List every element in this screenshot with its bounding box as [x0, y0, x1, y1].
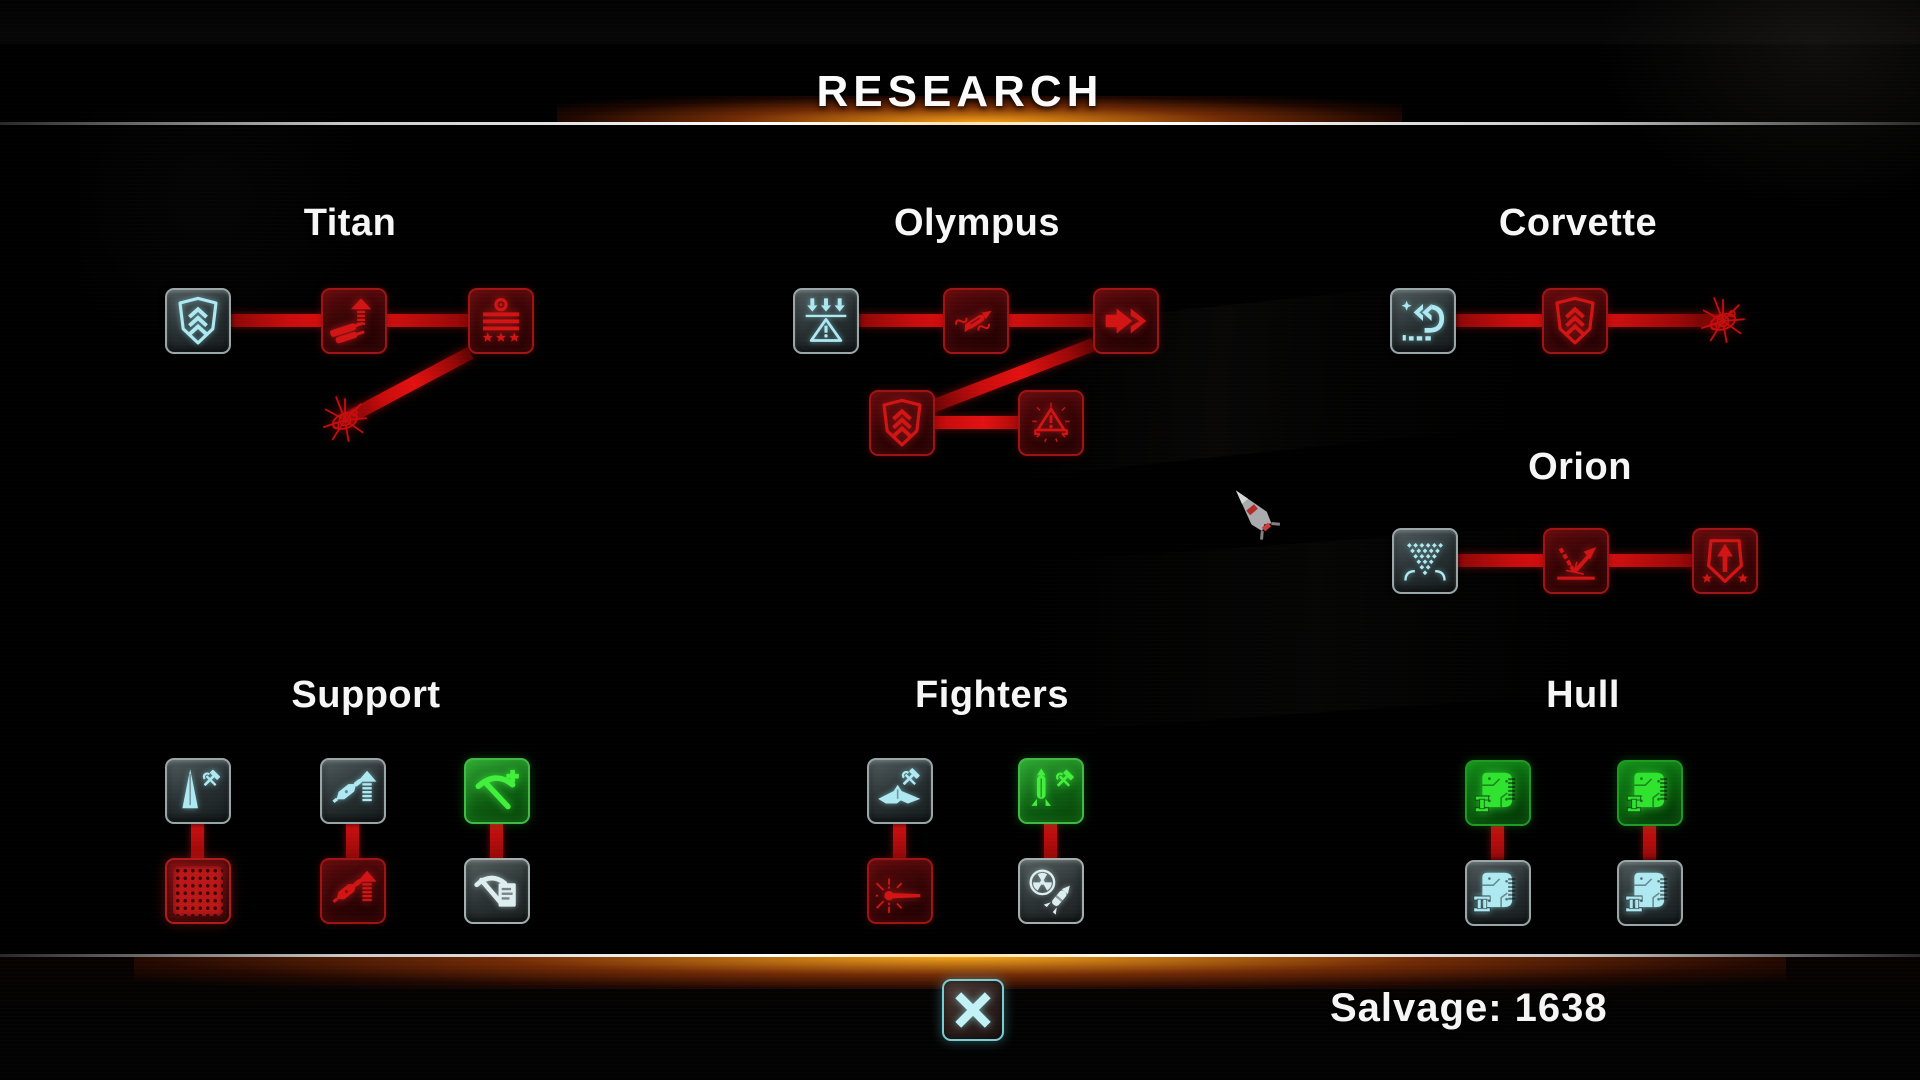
- hull-node-armor1-b[interactable]: [1617, 760, 1683, 826]
- connector-line: [1643, 822, 1656, 862]
- miner-upgrade-2-icon: [328, 866, 378, 916]
- corvette-node-flak-burst[interactable]: [1694, 292, 1752, 350]
- olympus-node-torpedo[interactable]: [943, 288, 1009, 354]
- header-divider-glow: [556, 96, 1402, 122]
- fighters-node-laser[interactable]: [867, 858, 933, 924]
- connector-line: [346, 820, 359, 862]
- page-title: RESEARCH: [816, 67, 1104, 116]
- weapon-upgrade-icon: [329, 296, 379, 346]
- nuclear-missile-icon: [1026, 866, 1076, 916]
- support-node-repair[interactable]: [165, 758, 231, 824]
- mining-yield-plus-icon: [472, 766, 522, 816]
- support-node-miner-upgrade[interactable]: [320, 758, 386, 824]
- repair-ship-icon: [173, 766, 223, 816]
- olympus-node-speed[interactable]: [1093, 288, 1159, 354]
- connector-line: [1044, 820, 1057, 862]
- orion-node-ricochet[interactable]: [1543, 528, 1609, 594]
- tree-title-olympus: Olympus: [893, 202, 1061, 244]
- support-node-miner-upgrade-2[interactable]: [320, 858, 386, 924]
- tree-title-support: Support: [291, 674, 441, 716]
- connector-line: [893, 820, 906, 862]
- fighters-node-interceptor[interactable]: [1018, 758, 1084, 824]
- scatter-shot-icon: [1400, 536, 1450, 586]
- tree-title-orion: Orion: [1528, 446, 1632, 488]
- titan-node-weapon-upgrade[interactable]: [321, 288, 387, 354]
- fighters-node-nuke[interactable]: [1018, 858, 1084, 924]
- support-node-mesh-plate[interactable]: [165, 858, 231, 924]
- hull-node-armor1-a[interactable]: [1465, 760, 1531, 826]
- olympus-node-deploy[interactable]: [793, 288, 859, 354]
- orion-node-scatter[interactable]: [1392, 528, 1458, 594]
- shield-chevrons-icon: [877, 398, 927, 448]
- hull-armor-tier2-icon: [1473, 868, 1523, 918]
- hull-node-armor2-b[interactable]: [1617, 860, 1683, 926]
- titan-node-shield[interactable]: [165, 288, 231, 354]
- shield-chevrons-icon: [1550, 296, 1600, 346]
- tree-title-titan: Titan: [303, 202, 397, 244]
- laser-burst-icon: [875, 866, 925, 916]
- alert-sensor-icon: [1026, 398, 1076, 448]
- connector-line: [1491, 822, 1504, 862]
- hull-node-armor2-a[interactable]: [1465, 860, 1531, 926]
- elite-badge-icon: [1700, 536, 1750, 586]
- olympus-node-alert[interactable]: [1018, 390, 1084, 456]
- veteran-rank-icon: [476, 296, 526, 346]
- corvette-node-shield[interactable]: [1542, 288, 1608, 354]
- connector-line: [902, 416, 1051, 429]
- titan-node-veteran-rank[interactable]: [468, 288, 534, 354]
- top-band: [0, 0, 1920, 44]
- connector-line: [490, 820, 503, 862]
- tree-title-hull: Hull: [1546, 674, 1620, 716]
- flak-burst-icon: [316, 391, 374, 449]
- mining-manifest-icon: [472, 866, 522, 916]
- salvage-counter: Salvage: 1638: [1330, 986, 1608, 1030]
- interceptor-build-icon: [1026, 766, 1076, 816]
- orion-node-elite[interactable]: [1692, 528, 1758, 594]
- footer-divider: [0, 954, 1920, 957]
- tree-title-corvette: Corvette: [1498, 202, 1658, 244]
- background-ship-sprite: [1222, 480, 1286, 544]
- hull-armor-tier1-icon: [1473, 768, 1523, 818]
- tree-title-fighters: Fighters: [915, 674, 1069, 716]
- corvette-node-recall[interactable]: [1390, 288, 1456, 354]
- shield-chevrons-icon: [173, 296, 223, 346]
- support-node-mining-plus[interactable]: [464, 758, 530, 824]
- close-button[interactable]: [942, 979, 1004, 1041]
- close-icon: [952, 989, 994, 1031]
- header-divider: [0, 122, 1920, 125]
- guided-torpedo-icon: [951, 296, 1001, 346]
- hull-armor-tier1-icon: [1625, 768, 1675, 818]
- fighters-node-fighter-wing[interactable]: [867, 758, 933, 824]
- titan-node-flak-burst[interactable]: [316, 391, 374, 449]
- support-node-mining-manifest[interactable]: [464, 858, 530, 924]
- hull-armor-tier2-icon: [1625, 868, 1675, 918]
- miner-upgrade-icon: [328, 766, 378, 816]
- olympus-node-shield[interactable]: [869, 390, 935, 456]
- flak-burst-icon: [1694, 292, 1752, 350]
- recall-maneuver-icon: [1398, 296, 1448, 346]
- mesh-plate-icon: [173, 866, 223, 916]
- speed-boost-icon: [1101, 296, 1151, 346]
- deploy-warning-icon: [801, 296, 851, 346]
- fighter-wing-icon: [875, 766, 925, 816]
- connector-line: [191, 820, 204, 862]
- ricochet-round-icon: [1551, 536, 1601, 586]
